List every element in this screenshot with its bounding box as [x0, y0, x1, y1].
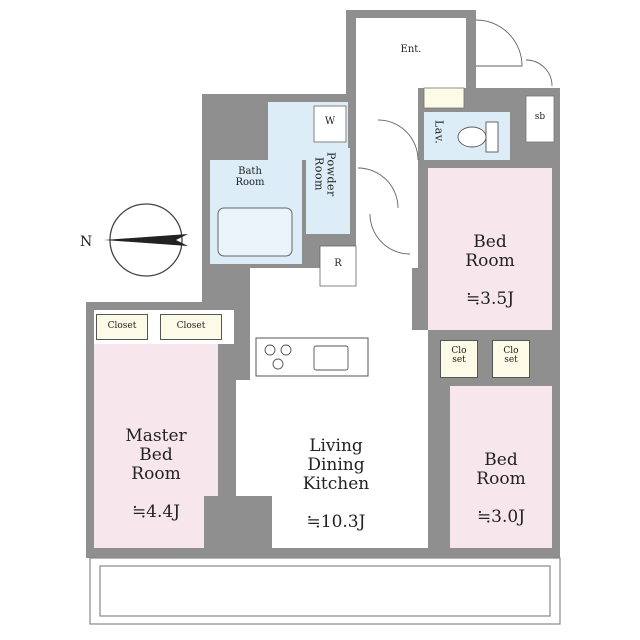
balcony-outer	[89, 557, 561, 625]
washer-label: W	[324, 116, 336, 127]
lav-label: Lav.	[432, 120, 446, 145]
burner	[280, 344, 292, 356]
fridge-label: R	[334, 258, 342, 269]
kitchen-counter	[255, 337, 369, 377]
bed-room-2-label: Bed Room ≒3.0J	[452, 432, 550, 546]
entrance-hall	[356, 88, 418, 268]
shoe-box	[525, 95, 555, 143]
bed2-closet-left: Clo set	[440, 340, 478, 378]
door-lav	[377, 119, 419, 161]
pipe-shaft	[204, 496, 268, 556]
sink	[313, 345, 349, 371]
burner	[272, 358, 284, 370]
toilet-bowl	[457, 126, 487, 148]
master-bedroom	[94, 344, 218, 548]
ldk-name: Living Dining Kitchen	[302, 436, 370, 495]
ldk-label: Living Dining Kitchen ≒10.3J	[276, 418, 396, 551]
door-shoebox	[525, 59, 553, 87]
balcony-inner	[99, 565, 551, 617]
bed-room-1-name: Bed Room	[465, 232, 515, 272]
bed-room-2	[450, 386, 552, 548]
entrance-label: Ent.	[400, 44, 422, 55]
entrance-floor	[356, 18, 466, 88]
compass-label: N	[80, 234, 92, 250]
fridge-space	[319, 245, 357, 287]
toilet	[457, 121, 499, 153]
balcony	[89, 557, 561, 625]
bed-room-2-name: Bed Room	[476, 450, 526, 490]
master-closet-right: Closet	[160, 314, 222, 340]
master-bedroom-label: Master Bed Room ≒4.4J	[100, 408, 212, 541]
entrance-step	[423, 87, 465, 109]
bed-room-1-size: ≒3.5J	[465, 289, 515, 310]
master-closet-left: Closet	[96, 314, 148, 340]
bed-room-1-label: Bed Room ≒3.5J	[440, 214, 540, 328]
shoe-box-label: sb	[534, 112, 546, 122]
bed2-closet-right: Clo set	[492, 340, 530, 378]
bed-room-2-size: ≒3.0J	[476, 507, 526, 528]
bed-room-1	[428, 168, 552, 330]
washer-box	[313, 105, 347, 143]
door-swings	[357, 19, 553, 255]
powder-room-label: Powder Room	[312, 152, 338, 197]
ldk-size: ≒10.3J	[306, 512, 366, 533]
toilet-tank	[485, 121, 499, 153]
burner	[264, 344, 276, 356]
bath-room-label: Bath Room	[235, 166, 265, 189]
door-hall	[357, 167, 399, 209]
door-bed1	[369, 213, 411, 255]
stove	[264, 344, 292, 370]
master-bedroom-size: ≒4.4J	[131, 502, 181, 523]
compass: N	[80, 203, 188, 277]
master-bedroom-name: Master Bed Room	[125, 426, 187, 485]
bathtub	[217, 207, 293, 257]
compass-needle	[104, 234, 188, 246]
powder-room	[306, 148, 350, 234]
door-entrance	[475, 19, 523, 67]
